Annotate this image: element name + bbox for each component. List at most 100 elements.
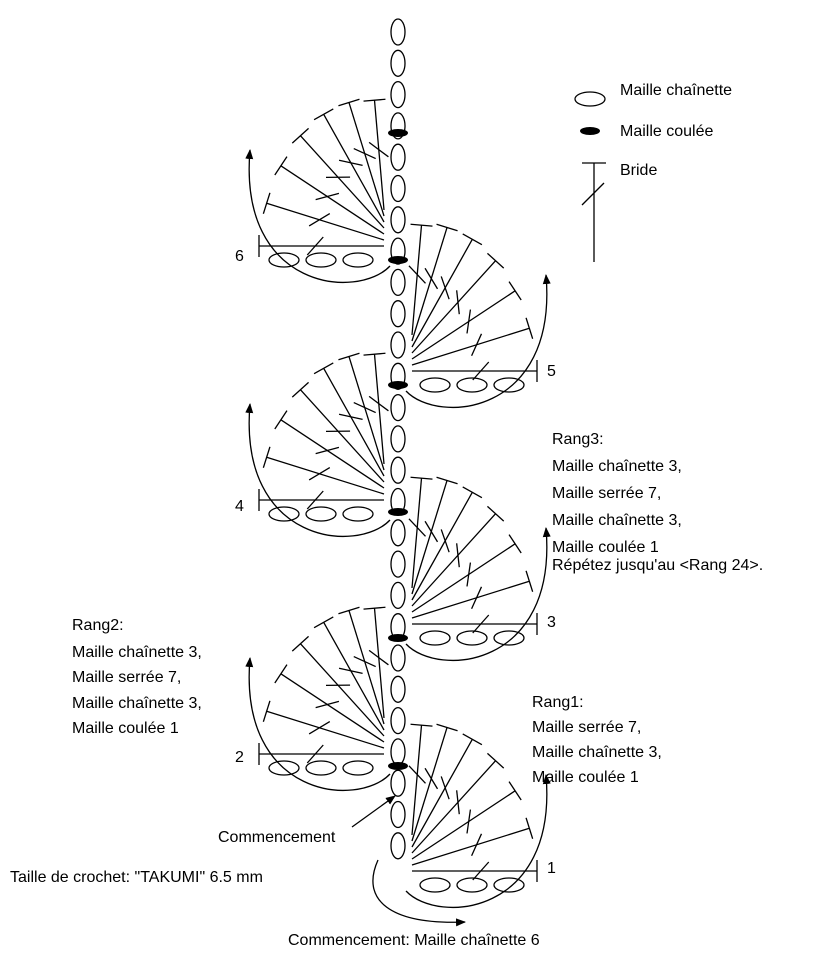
bride-slash [338,667,363,675]
chain-stitch [419,630,451,646]
chain-stitch [390,237,406,265]
chain-stitch [456,630,488,646]
bride-stitch [299,135,385,229]
bride-stitch [299,643,385,737]
bride-stitch [348,102,385,217]
slip-stitch [388,508,408,516]
bride-stitch [411,480,448,595]
bride-slash [471,333,483,357]
bride-bar [313,108,334,121]
bride-slash [306,744,324,764]
bride-stitch [411,260,497,354]
chain-stitch [456,377,488,393]
chain-stitch [390,800,406,829]
bride-bar [486,252,505,269]
rang3-line: Maille chaînette 3, [552,512,682,529]
bride-stitch [373,354,385,465]
bride-stitch [348,610,385,725]
chain-stitch [390,738,406,766]
rang1-line: Maille chaînette 3, [532,744,662,761]
hook-size-label: Taille de crochet: "TAKUMI" 6.5 mm [10,869,263,886]
bride-bar [291,635,310,652]
chain-stitch [456,877,488,893]
bride-stitch [348,356,385,471]
start-chain-arrow [372,859,466,927]
bride-slash [315,446,340,455]
rang3-line: Maille coulée 1 [552,539,659,556]
bride-bar [291,127,310,144]
bride-bar [338,352,360,361]
bride-stitch [323,622,385,731]
bride-slash [471,833,483,857]
bride-bar [508,534,522,554]
chain-stitch [419,877,451,893]
bride-bar [363,352,386,356]
legend-slip-symbol [580,127,600,135]
chain-stitch [390,832,406,860]
legend-slip-label: Maille coulée [620,123,713,140]
row-number-2: 2 [235,749,244,766]
bride-slash [472,861,490,881]
bride-stitch [411,225,423,336]
row-arrow [405,274,551,408]
slip-stitch [388,256,408,264]
bride-stitch [411,580,530,619]
bride-stitch [266,202,385,241]
chain-stitch [390,550,406,578]
legend-chain-label: Maille chaînette [620,82,732,99]
slip-stitch [388,129,408,137]
bride-stitch [280,165,385,235]
bride-slash [368,395,389,412]
row-arrow [245,657,391,791]
rang3-line: Maille serrée 7, [552,485,661,502]
chain-column [388,18,408,860]
chain-stitch [305,506,337,522]
bride-bar [436,223,458,232]
row-arrow [405,774,551,908]
chain-stitch [268,252,300,268]
chain-stitch [390,300,406,328]
row-arrow [405,527,551,661]
slip-stitch [388,634,408,642]
chain-stitch [390,331,406,359]
bride-slash [338,413,363,421]
bride-slash [456,543,460,568]
bride-bar [436,723,458,732]
bride-stitch [411,492,473,601]
chain-stitch [390,18,406,46]
chain-stitch [390,581,406,610]
rang2-line: Maille chaînette 3, [72,644,202,661]
bride-bar [274,410,288,430]
chain-stitch [342,760,374,776]
start-pointer [351,795,396,828]
rang3-title: Rang3: [552,431,604,448]
bride-slash [308,721,331,735]
rang3-instructions: Rang3: Maille chaînette 3, Maille serrée… [552,431,763,574]
chain-stitch [390,206,406,234]
bride-stitch [411,827,530,866]
bride-stitch [280,419,385,489]
bride-slash [353,147,376,160]
bride-bar [262,700,271,722]
bride-stitch [266,710,385,749]
bride-bar [462,233,483,246]
start-chain-label: Commencement: Maille chaînette 6 [288,932,540,949]
bride-slash [315,700,340,709]
chain-stitch [390,174,406,203]
bride-bar [338,98,360,107]
row-arrows [245,149,551,927]
chain-stitch [390,49,406,77]
chain-stitch [493,877,525,893]
bride-stitch [323,368,385,477]
legend-chain-symbol [574,91,606,107]
chain-stitch [342,506,374,522]
bride-stitch [411,327,530,366]
bride-slash [368,141,389,158]
legend-bride-label: Bride [620,162,657,179]
bride-slash [424,520,439,543]
bride-slash [440,776,450,800]
bride-slash [456,290,460,315]
bride-slash [440,529,450,553]
bride-bar [486,505,505,522]
row-arrow [245,149,391,283]
